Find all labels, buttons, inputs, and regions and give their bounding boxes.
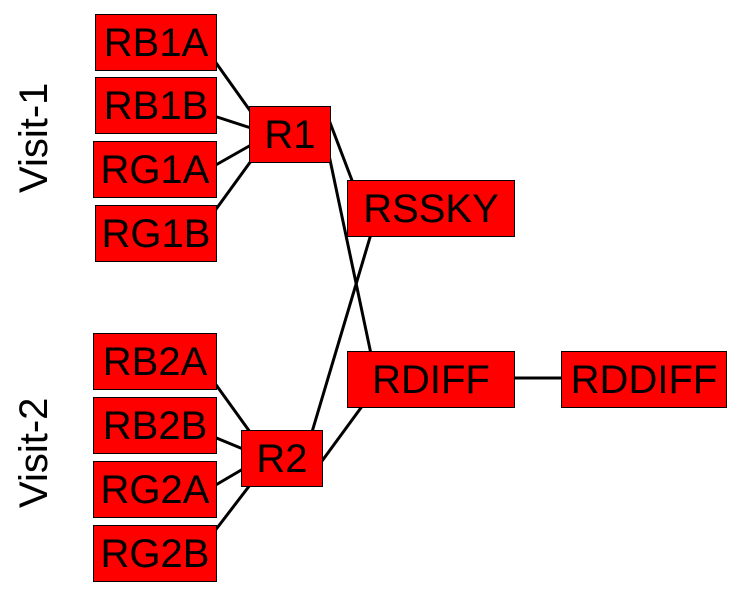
edge-rg1a-r1 (213, 143, 252, 168)
node-r1: R1 (249, 106, 331, 163)
edge-rg2a-r2 (213, 467, 244, 488)
visit-1-label: Visit-1 (12, 82, 56, 193)
edge-r1-rdiff (327, 154, 373, 355)
node-rb1b: RB1B (95, 77, 217, 134)
edge-r2-rsky (310, 233, 373, 433)
edge-r2-rdiff (320, 404, 365, 462)
node-rg1b: RG1B (95, 205, 217, 262)
edge-rb2a-r2 (212, 381, 252, 433)
node-rb1a: RB1A (95, 14, 217, 71)
node-rg2b: RG2B (93, 525, 217, 582)
node-r2: R2 (241, 430, 323, 487)
edge-rb1a-r1 (212, 59, 253, 113)
node-rb2b: RB2B (93, 397, 217, 454)
edge-rb1b-r1 (213, 114, 252, 130)
node-rdiff: RDIFF (347, 351, 515, 408)
node-rb2a: RB2A (93, 333, 217, 390)
edge-rg1b-r1 (212, 160, 253, 213)
visit-2-label: Visit-2 (12, 397, 56, 508)
edge-rg2b-r2 (212, 484, 252, 533)
node-rddiff: RDDIFF (561, 351, 727, 408)
node-rssky: RSSKY (347, 180, 515, 237)
edge-rb2b-r2 (213, 435, 244, 451)
edge-r1-rsky (327, 119, 355, 184)
node-rg1a: RG1A (93, 141, 217, 198)
node-rg2a: RG2A (93, 461, 217, 518)
